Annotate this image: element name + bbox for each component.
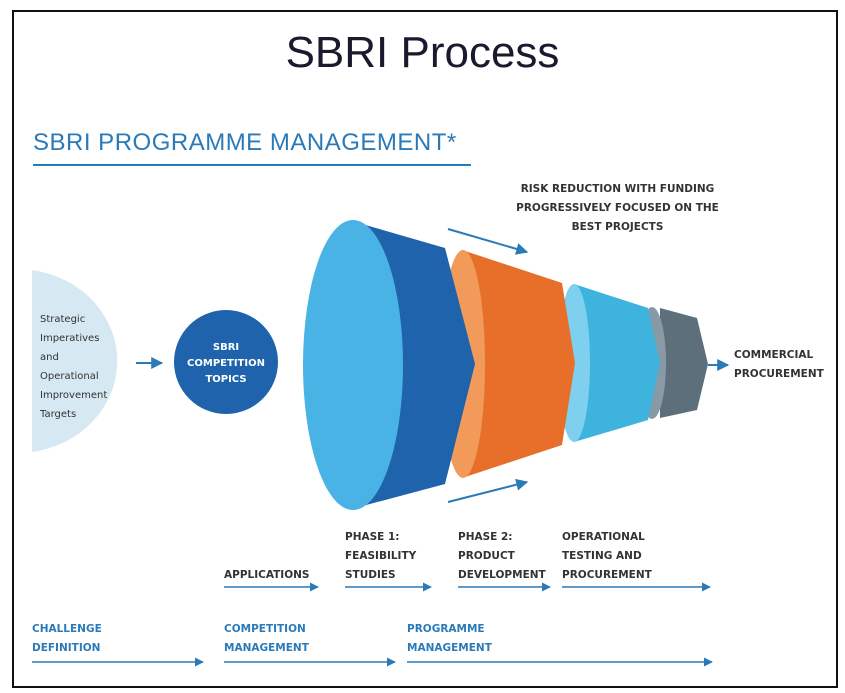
funnel-slate [660,308,708,418]
funnel-mouth [303,220,403,510]
operational-label: OPERATIONAL TESTING AND PROCUREMENT [562,531,652,581]
phase2-label: PHASE 2: PRODUCT DEVELOPMENT [458,531,546,581]
commercial-procurement-label: COMMERCIAL PROCUREMENT [734,349,824,380]
applications-label: APPLICATIONS [224,569,310,581]
topics-circle-label: SBRI COMPETITION TOPICS [187,342,265,385]
heading-underline [33,164,471,166]
programme-management-label: PROGRAMME MANAGEMENT [407,623,492,654]
topics-circle [174,310,278,414]
phase1-label: PHASE 1: FEASIBILITY STUDIES [345,531,417,581]
risk-reduction-note: RISK REDUCTION WITH FUNDING PROGRESSIVEL… [516,183,719,233]
programme-heading: SBRI PROGRAMME MANAGEMENT* [33,129,457,156]
slide-title: SBRI Process [285,28,560,77]
funnel-orange [462,250,575,478]
strategic-half-disc [32,270,118,452]
challenge-definition-label: CHALLENGE DEFINITION [32,623,102,654]
risk-arrow-bottom [447,478,529,503]
strategic-imperatives-label: Strategic Imperatives and Operational Im… [40,314,108,420]
risk-arrow-top [447,228,529,255]
competition-management-label: COMPETITION MANAGEMENT [224,623,309,654]
funnel-teal [574,284,660,442]
